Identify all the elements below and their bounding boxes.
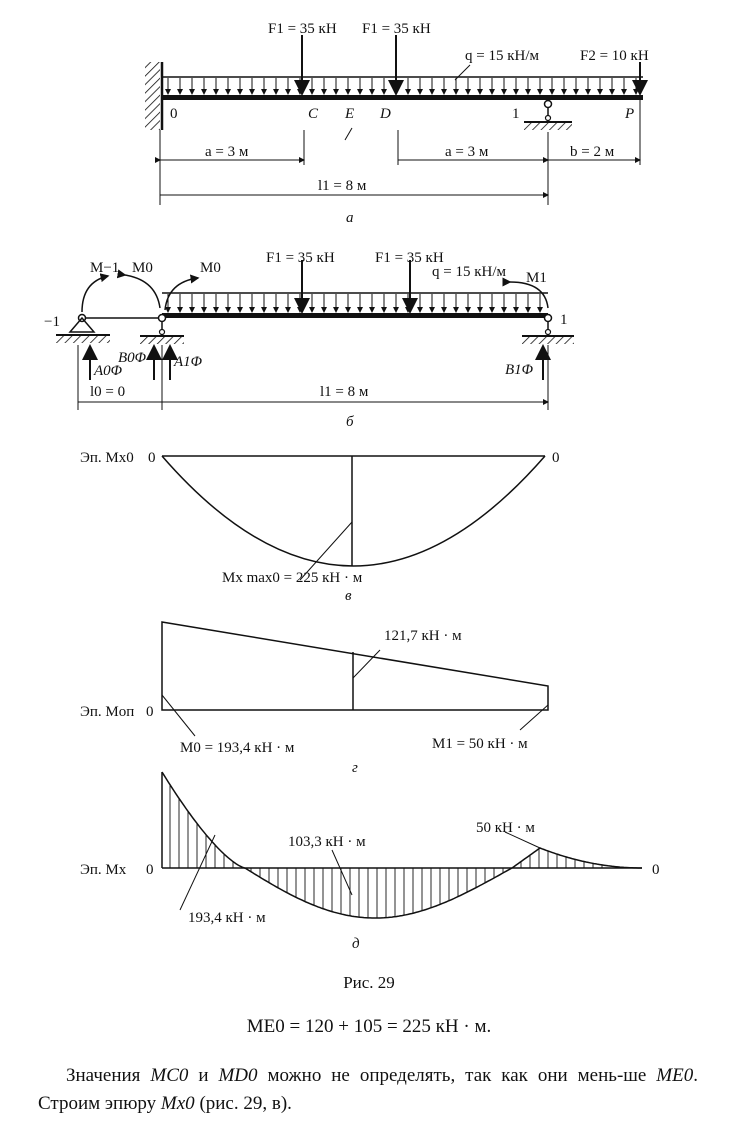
mx-left-label: 193,4 кН · м	[188, 910, 266, 926]
label-b0: B0Φ	[118, 350, 147, 366]
label-q-b: q = 15 кН/м	[432, 264, 506, 280]
dim-a-right: a = 3 м	[445, 144, 489, 160]
support-1: 1	[560, 312, 568, 328]
dim-l0: l0 = 0	[90, 384, 125, 400]
label-m0-a: M0	[132, 260, 153, 276]
formula-me0: ME0 = 120 + 105 = 225 кН · м.	[246, 1016, 492, 1037]
label-a1: A1Φ	[173, 354, 203, 370]
label-b1: B1Φ	[505, 362, 534, 378]
para-me0: ME0	[656, 1065, 694, 1086]
diagram-v-zero-right: 0	[552, 450, 560, 466]
para-text-5: (рис. 29, в).	[194, 1093, 292, 1114]
beam-b	[162, 313, 548, 318]
point-e: E	[344, 106, 354, 122]
diagram-mx: Эп. Mx 0 0 193,4 кН · м 103,3 кН · м 50 …	[80, 771, 660, 952]
mop-mid-label: 121,7 кН · м	[384, 628, 462, 644]
label-f1-right: F1 = 35 кН	[362, 21, 431, 37]
diagram-d-zero-left: 0	[146, 862, 154, 878]
point-0: 0	[170, 106, 178, 122]
diagram-d-label: д	[352, 936, 360, 952]
point-1: 1	[512, 106, 520, 122]
diagram-mop: 121,7 кН · м Эп. Mоп 0 M0 = 193,4 кН · м…	[80, 621, 549, 776]
support-minus1: −1	[44, 314, 60, 330]
distributed-load-a	[165, 78, 639, 95]
mop-m1-label: M1 = 50 кН · м	[432, 736, 528, 752]
point-d: D	[379, 106, 391, 122]
label-f1-b-left: F1 = 35 кН	[266, 250, 335, 266]
distributed-load-b	[165, 294, 543, 313]
label-m0-b: M0	[200, 260, 221, 276]
para-text-4: . Строим эпюру	[38, 1065, 703, 1114]
moment-m0-arc-right	[164, 274, 200, 311]
diagram-g-title: Эп. Mоп	[80, 704, 134, 720]
trapezoid-mop	[161, 621, 549, 711]
mx-right-label: 50 кН · м	[476, 820, 535, 836]
point-c: C	[308, 106, 319, 122]
para-md0: MD0	[218, 1065, 258, 1086]
moment-m0-arc-left	[116, 269, 161, 309]
dim-b: b = 2 м	[570, 144, 615, 160]
diagram-g-label: г	[352, 760, 358, 776]
diagram-g-zero: 0	[146, 704, 154, 720]
scheme-b-label: б	[346, 414, 354, 430]
beam-a	[162, 95, 643, 100]
mx-mid-label: 103,3 кН · м	[288, 834, 366, 850]
diagram-d-zero-right: 0	[652, 862, 660, 878]
diagram-v-label: в	[345, 588, 352, 604]
para-text-2: и	[188, 1065, 219, 1086]
dim-l1-a: l1 = 8 м	[318, 178, 367, 194]
para-mc0: MC0	[150, 1065, 189, 1086]
moment-m-minus1-arc	[81, 273, 110, 313]
label-m-minus1: M−1	[90, 260, 119, 276]
scheme-b: M−1 M0 M0 F1 = 35 кН F1 = 35 кН q = 15 к…	[44, 250, 574, 430]
mop-m0-label: M0 = 193,4 кН · м	[180, 740, 295, 756]
parabola-mx0	[161, 455, 546, 567]
diagram-v-title: Эп. Mx0	[80, 450, 134, 466]
label-q: q = 15 кН/м	[465, 48, 539, 64]
label-m1: M1	[526, 270, 547, 286]
curve-mx	[161, 771, 642, 919]
scheme-a: F1 = 35 кН F1 = 35 кН q = 15 кН/м F2 = 1…	[145, 21, 649, 226]
diagram-mx0: Эп. Mx0 0 0 Mx max0 = 225 кН · м в	[80, 450, 560, 604]
diagram-d-title: Эп. Mx	[80, 862, 127, 878]
label-f1-left: F1 = 35 кН	[268, 21, 337, 37]
dim-a-left: a = 3 м	[205, 144, 249, 160]
label-f2: F2 = 10 кН	[580, 48, 649, 64]
para-text-1: Значения	[66, 1065, 151, 1086]
para-mx0: Mx0	[160, 1093, 195, 1114]
scheme-a-label: а	[346, 210, 354, 226]
mx0-max-label: Mx max0 = 225 кН · м	[222, 570, 363, 586]
body-paragraph: Значения MC0 и MD0 можно не определять, …	[38, 1062, 698, 1118]
moment-m1-arc	[502, 277, 549, 309]
dim-l1-b: l1 = 8 м	[320, 384, 369, 400]
para-text-3: можно не определять, так как они мень-ше	[257, 1065, 657, 1086]
figure-29: F1 = 35 кН F1 = 35 кН q = 15 кН/м F2 = 1…	[44, 21, 660, 952]
diagram-mx-hatching	[169, 784, 603, 918]
figure-caption: Рис. 29	[343, 973, 395, 992]
point-p: P	[624, 106, 634, 122]
wall-support	[145, 62, 160, 130]
label-f1-b-right: F1 = 35 кН	[375, 250, 444, 266]
diagram-v-zero-left: 0	[148, 450, 156, 466]
label-a0: A0Φ	[93, 363, 123, 379]
